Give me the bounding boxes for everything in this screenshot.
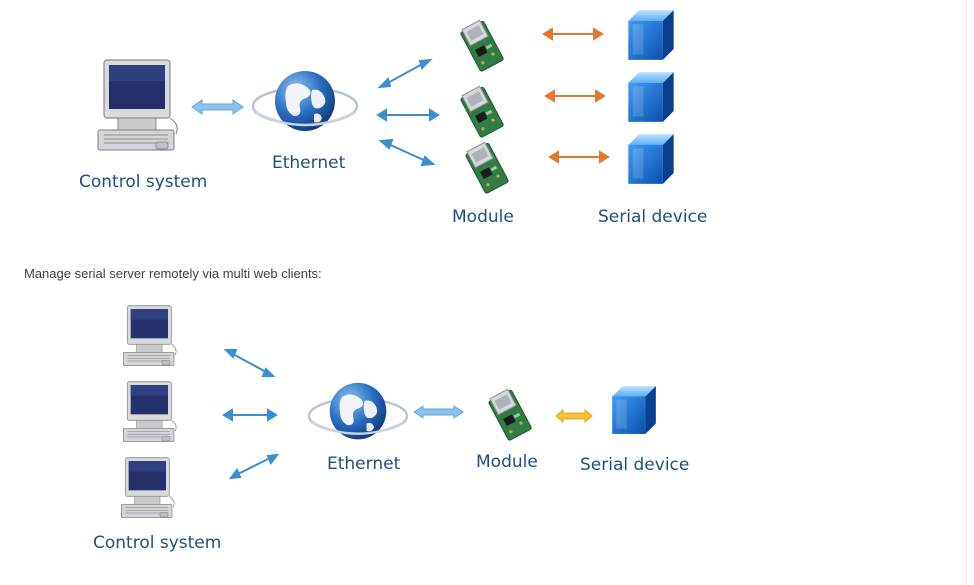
serial-device-cube-icon xyxy=(628,134,674,184)
network-arrows xyxy=(222,349,280,480)
serial-device-label: Serial device xyxy=(580,455,689,475)
ethernet-label: Ethernet xyxy=(327,454,401,474)
bidirectional-arrow-icon xyxy=(383,61,427,86)
network-arrows xyxy=(376,58,440,167)
serial-device-cube-icon xyxy=(612,386,656,434)
module-board-icon xyxy=(460,84,504,138)
module-label: Module xyxy=(476,452,538,472)
bidirectional-arrow-icon xyxy=(235,456,273,476)
module-board-icon xyxy=(488,387,532,441)
control-system-label: Control system xyxy=(79,172,207,192)
module-board-icon xyxy=(460,18,504,72)
bottom-diagram: Control system Ethernet Module Serial de… xyxy=(93,305,689,553)
computer-icon xyxy=(120,457,175,519)
serial-device-cube-icon xyxy=(628,10,674,60)
top-diagram: Control system Ethernet Module xyxy=(79,10,707,227)
page-edge-divider xyxy=(966,0,967,585)
bidirectional-arrow-icon xyxy=(191,99,244,115)
computer-icon xyxy=(97,59,178,151)
module-board-icon xyxy=(465,140,509,194)
computer-icon xyxy=(122,305,177,367)
ethernet-label: Ethernet xyxy=(272,153,346,173)
bidirectional-arrow-icon xyxy=(385,142,429,163)
module-label: Module xyxy=(452,207,514,227)
globe-icon xyxy=(307,381,409,441)
control-system-label: Control system xyxy=(93,533,221,553)
bidirectional-arrow-icon xyxy=(555,408,593,424)
serial-device-label: Serial device xyxy=(598,207,707,227)
serial-device-cube-icon xyxy=(628,72,674,122)
serial-arrows xyxy=(542,27,610,164)
computer-icon xyxy=(122,381,177,443)
caption-text: Manage serial server remotely via multi … xyxy=(24,266,322,281)
globe-icon xyxy=(251,69,359,133)
bidirectional-arrow-icon xyxy=(230,352,269,374)
bidirectional-arrow-icon xyxy=(413,405,464,419)
